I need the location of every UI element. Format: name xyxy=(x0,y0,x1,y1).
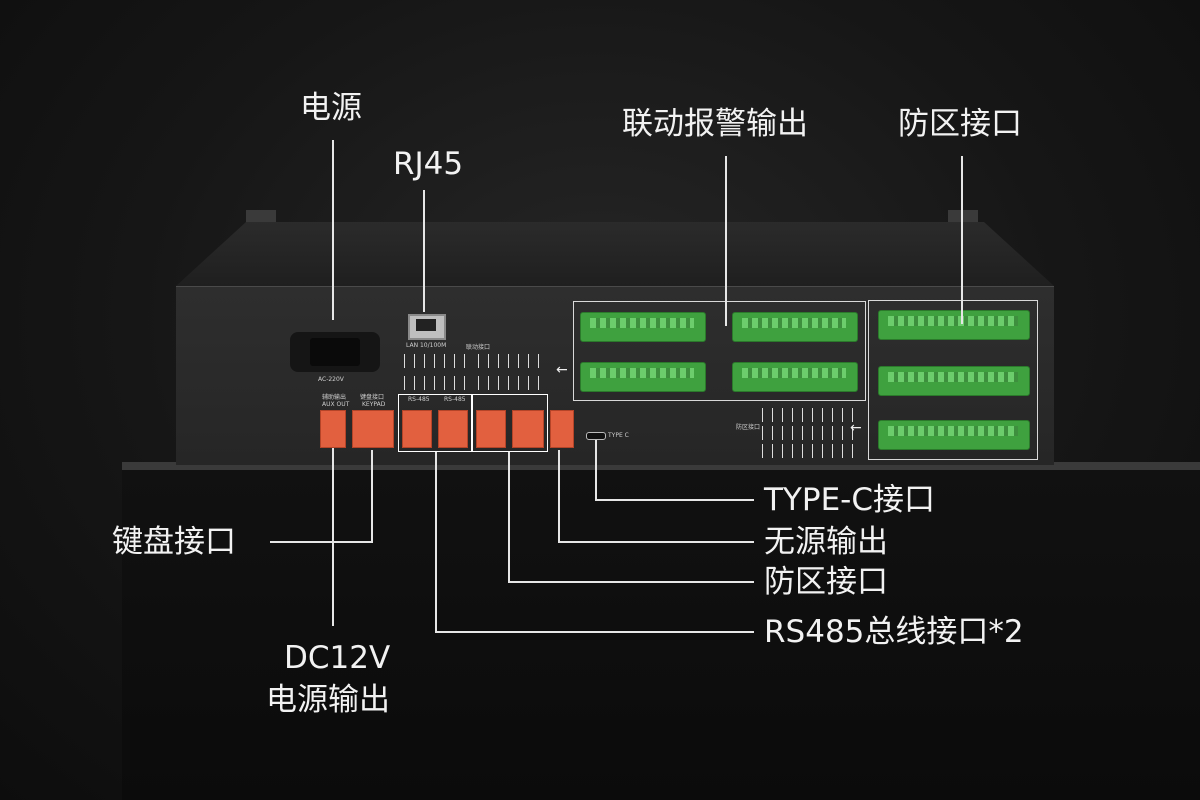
leader-keyboard xyxy=(270,450,373,543)
aux-out-label: AUX OUT xyxy=(322,401,350,408)
zone-terminal-2 xyxy=(512,410,544,448)
dip-row-7 xyxy=(762,444,854,458)
label-rs485: RS485总线接口*2 xyxy=(764,614,1024,650)
passive-output-terminal xyxy=(550,410,574,448)
rs485-terminal-2 xyxy=(438,410,468,448)
shelf-edge xyxy=(122,462,1200,470)
ac-label: AC-220V xyxy=(318,376,344,383)
label-linkage-output: 联动报警输出 xyxy=(622,106,808,142)
type-c-port xyxy=(586,432,606,440)
dip-row-6 xyxy=(762,426,854,440)
dip-row-2 xyxy=(478,354,548,368)
green-terminal-7-pins xyxy=(888,426,1018,436)
green-terminal-2-pins xyxy=(742,318,846,328)
green-terminal-3-pins xyxy=(590,368,694,378)
label-dc12v: DC12V xyxy=(284,640,391,676)
aux-out-cn-label: 辅助输出 xyxy=(322,394,347,401)
label-power: 电源 xyxy=(300,90,362,126)
leader-passive-output xyxy=(558,450,754,543)
rs485-2-label: RS-485 xyxy=(444,396,466,403)
rs485-1-label: RS-485 xyxy=(408,396,430,403)
label-rj45: RJ45 xyxy=(393,146,464,182)
label-zone-bottom: 防区接口 xyxy=(764,564,888,600)
label-type-c: TYPE-C接口 xyxy=(764,482,935,518)
linkage-port-label: 联动接口 xyxy=(466,344,491,351)
keypad-label: KEYPAD xyxy=(362,401,386,408)
dip-row-1 xyxy=(404,354,470,368)
label-passive-output: 无源输出 xyxy=(764,524,888,560)
left-arrow-icon: ← xyxy=(556,362,568,378)
rj45-port-inner xyxy=(416,319,436,331)
zone-terminal-1 xyxy=(476,410,506,448)
green-terminal-6-pins xyxy=(888,372,1018,382)
zone-highlight-box xyxy=(472,394,548,452)
green-terminal-5-pins xyxy=(888,316,1018,326)
rs485-terminal-1 xyxy=(402,410,432,448)
leader-zone-bottom xyxy=(508,452,754,583)
zone-interface-box xyxy=(868,300,1038,460)
rack-ear-left xyxy=(246,210,276,224)
shelf-surface xyxy=(122,470,1200,800)
label-zone-top: 防区接口 xyxy=(898,106,1022,142)
aux-out-terminal xyxy=(320,410,346,448)
leader-rs485 xyxy=(435,452,754,633)
label-power-output: 电源输出 xyxy=(266,682,390,718)
device-top xyxy=(176,222,1054,286)
keypad-cn-label: 键盘接口 xyxy=(360,394,385,401)
linkage-output-box xyxy=(573,301,866,401)
rs485-highlight-box xyxy=(398,394,472,452)
type-c-label: TYPE C xyxy=(608,432,629,439)
lan-label: LAN 10/100M xyxy=(406,342,447,349)
left-arrow-icon-2: ← xyxy=(850,420,862,436)
dip-row-5 xyxy=(762,408,854,422)
zone-cn-label: 防区接口 xyxy=(736,424,761,431)
dip-row-3 xyxy=(404,376,470,390)
dip-row-4 xyxy=(478,376,548,390)
leader-type-c xyxy=(595,440,754,501)
label-keyboard: 键盘接口 xyxy=(112,524,236,560)
rj45-port xyxy=(408,314,446,340)
keypad-terminal xyxy=(352,410,394,448)
green-terminal-4-pins xyxy=(742,368,846,378)
green-terminal-1-pins xyxy=(590,318,694,328)
ac-power-socket-inner xyxy=(310,338,360,366)
